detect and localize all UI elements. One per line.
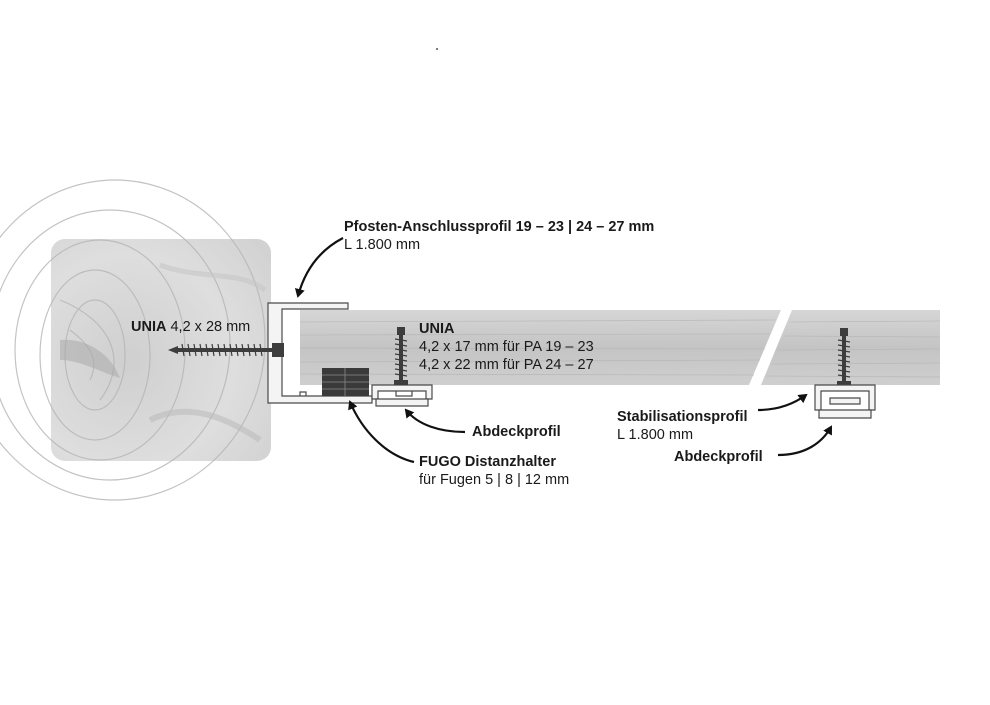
fugo-label: FUGO Distanzhalter für Fugen 5 | 8 | 12 … [419,453,569,489]
arrow-stabilisation [757,393,808,412]
fugo-title: FUGO Distanzhalter [419,454,556,470]
screw-icon-board [394,327,408,385]
unia-board-name: UNIA [419,321,455,337]
unia-post-label: UNIA 4,2 x 28 mm [131,318,250,336]
arrow-fugo [348,400,415,464]
decking-board [299,310,941,385]
unia-board-line1: 4,2 x 17 mm für PA 19 – 23 [419,339,594,355]
arrow-pfosten [294,237,344,298]
unia-board-label: UNIA 4,2 x 17 mm für PA 19 – 23 4,2 x 22… [419,320,594,374]
pfosten-label: Pfosten-Anschlussprofil 19 – 23 | 24 – 2… [344,218,654,254]
stabilisation-profile [814,384,876,419]
arrows [294,237,832,464]
stabilisation-length: L 1.800 mm [617,427,694,443]
stabilisation-title: Stabilisationsprofil [617,409,748,425]
stabilisation-label: Stabilisationsprofil L 1.800 mm [617,408,748,444]
cover-profile-left [371,384,433,407]
abdeckprofil-left-label: Abdeckprofil [472,424,561,440]
unia-post-name: UNIA [131,319,167,335]
unia-board-line2: 4,2 x 22 mm für PA 24 – 27 [419,357,594,373]
wooden-post [0,179,271,501]
pfosten-title: Pfosten-Anschlussprofil 19 – 23 | 24 – 2… [344,219,655,235]
pfosten-length: L 1.800 mm [344,237,421,253]
unia-post-size: 4,2 x 28 mm [170,319,251,335]
screw-icon-post [168,343,284,357]
abdeckprofil-right-label: Abdeckprofil [674,449,763,465]
screw-icon-right [837,328,851,386]
fugo-sub: für Fugen 5 | 8 | 12 mm [419,472,570,488]
arrow-abdeckprofil-right [777,425,832,457]
fugo-spacer [322,368,369,396]
stray-dot [436,48,438,50]
arrow-abdeckprofil-left [404,408,466,434]
